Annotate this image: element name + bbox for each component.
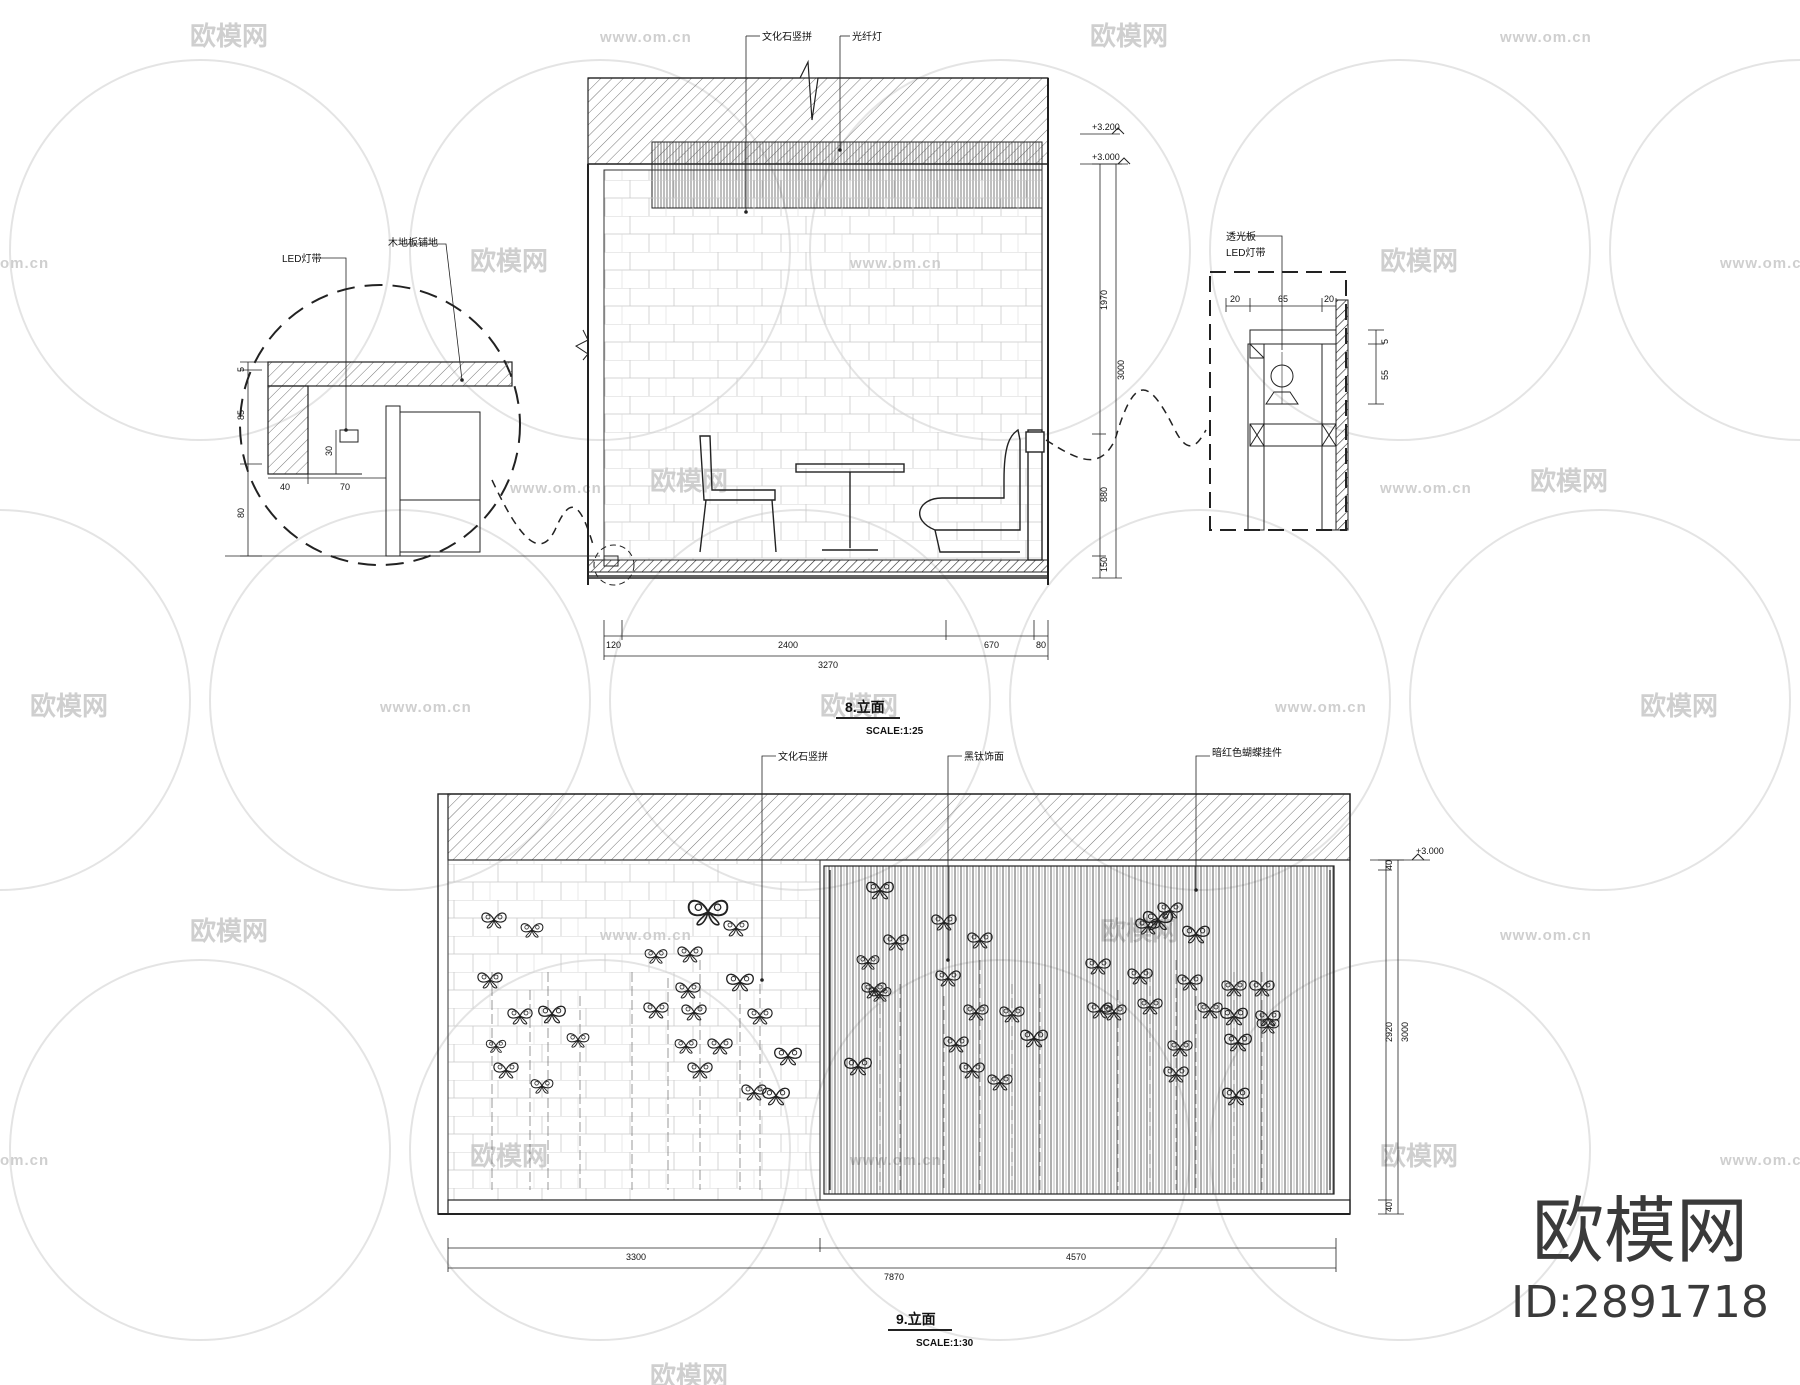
svg-text:+3.200: +3.200 — [1092, 122, 1120, 132]
watermark-brand: 欧模网 — [1090, 21, 1168, 51]
watermark-url: www.om.cn — [379, 699, 472, 716]
svg-text:5: 5 — [1380, 339, 1390, 344]
dim-h-2400: 2400 — [778, 640, 798, 650]
svg-text:80: 80 — [236, 508, 246, 518]
detail-marker-left — [593, 544, 635, 586]
stone-wall-9 — [447, 859, 821, 1201]
stone-wall — [603, 169, 1043, 561]
dims-horizontal-8 — [603, 620, 1049, 660]
svg-text:+3.000: +3.000 — [1092, 152, 1120, 162]
watermark-url: www.om.cn — [1719, 255, 1800, 272]
svg-text:55: 55 — [1380, 370, 1390, 380]
watermark-url: om.cn — [0, 255, 49, 272]
callout-titanium: 黑钛饰面 — [964, 750, 1004, 763]
dim-total-3270: 3270 — [818, 660, 838, 670]
svg-text:70: 70 — [340, 482, 350, 492]
watermark-url: www.om.cn — [1719, 1152, 1800, 1169]
brand-logo-text: 欧模网 — [1531, 1189, 1748, 1273]
label-led-strip-left: LED灯带 — [282, 253, 321, 265]
svg-text:65: 65 — [1278, 294, 1288, 304]
svg-text:30: 30 — [324, 446, 334, 456]
booth-sofa — [919, 428, 1045, 561]
watermark-url: om.cn — [0, 1152, 49, 1169]
level-mark-9: +3.000 — [1370, 846, 1444, 861]
watermark-brand: 欧模网 — [190, 916, 268, 946]
watermark-url: www.om.cn — [1379, 480, 1472, 497]
callout-fiber-light: 光纤灯 — [852, 30, 882, 43]
svg-text:5: 5 — [236, 367, 246, 372]
watermark-url: www.om.cn — [1274, 699, 1367, 716]
svg-text:20: 20 — [1230, 294, 1240, 304]
svg-text:2920: 2920 — [1384, 1022, 1394, 1042]
dim-total-7870: 7870 — [884, 1272, 904, 1282]
level-mark-top: +3.200 — [1080, 122, 1125, 135]
chair — [699, 435, 777, 553]
detail-right: 透光板 LED灯带 20 65 20 5 55 — [1045, 230, 1390, 531]
label-wood-floor: 木地板铺地 — [388, 236, 438, 249]
watermark-brand: 欧模网 — [650, 1361, 728, 1385]
scale-elevation-8: SCALE:1:25 — [866, 726, 924, 737]
svg-text:+3.000: +3.000 — [1416, 846, 1444, 856]
dim-h-670: 670 — [984, 640, 999, 650]
titanium-slat-wall — [823, 865, 1335, 1195]
callout-stone-9: 文化石竖拼 — [778, 750, 828, 763]
level-mark-ceiling: +3.000 — [1080, 152, 1131, 165]
watermark-url: www.om.cn — [509, 480, 602, 497]
scale-elevation-9: SCALE:1:30 — [916, 1338, 974, 1349]
svg-text:3000: 3000 — [1400, 1022, 1410, 1042]
watermark-brand: 欧模网 — [1380, 1141, 1458, 1171]
watermark-url: www.om.cn — [599, 29, 692, 46]
dim-h-4570: 4570 — [1066, 1252, 1086, 1262]
label-light-panel: 透光板 — [1226, 230, 1256, 243]
title-elevation-8: 8.立面 — [845, 699, 885, 715]
elevation-9: 文化石竖拼 黑钛饰面 暗红色蝴蝶挂件 +3.000 40 2920 3000 4… — [437, 746, 1444, 1349]
svg-text:40: 40 — [1384, 860, 1394, 870]
watermark-brand: 欧模网 — [470, 246, 548, 276]
watermark-brand: 欧模网 — [1530, 466, 1608, 496]
dim-h-80: 80 — [1036, 640, 1046, 650]
brand-block: 欧模网 ID:2891718 — [1510, 1195, 1770, 1328]
watermark-url: www.om.cn — [1499, 29, 1592, 46]
watermark-url: www.om.cn — [1499, 927, 1592, 944]
dim-v-150: 150 — [1099, 557, 1109, 572]
label-led-strip-right: LED灯带 — [1226, 247, 1265, 259]
table — [795, 463, 905, 551]
watermark-brand: 欧模网 — [190, 21, 268, 51]
watermark-brand: 欧模网 — [1380, 246, 1458, 276]
butterfly-hang-lines — [491, 960, 1263, 1190]
dim-h-3300: 3300 — [626, 1252, 646, 1262]
ceiling-9 — [447, 793, 1351, 861]
dim-v-3000: 3000 — [1116, 360, 1126, 380]
callout-stone-8: 文化石竖拼 — [762, 30, 812, 43]
svg-text:40: 40 — [1384, 1202, 1394, 1212]
dim-v-880: 880 — [1099, 487, 1109, 502]
svg-text:20: 20 — [1324, 294, 1334, 304]
floor — [587, 559, 1049, 573]
title-elevation-9: 9.立面 — [896, 1311, 936, 1327]
svg-text:85: 85 — [236, 410, 246, 420]
dim-h-120: 120 — [606, 640, 621, 650]
watermark-brand: 欧模网 — [820, 691, 898, 721]
detail-left: LED灯带 木地板铺地 5 85 30 40 70 80 — [225, 236, 600, 566]
dims-vertical-8 — [1092, 163, 1122, 579]
callout-butterflies: 暗红色蝴蝶挂件 — [1212, 746, 1282, 759]
elevation-8: 文化石竖拼 光纤灯 +3.200 +3.000 1970 3000 880 15… — [575, 30, 1131, 737]
watermark-brand: 欧模网 — [30, 691, 108, 721]
dim-v-1970: 1970 — [1099, 290, 1109, 310]
model-id: ID:2891718 — [1511, 1277, 1769, 1328]
svg-text:40: 40 — [280, 482, 290, 492]
watermark-brand: 欧模网 — [1640, 691, 1718, 721]
